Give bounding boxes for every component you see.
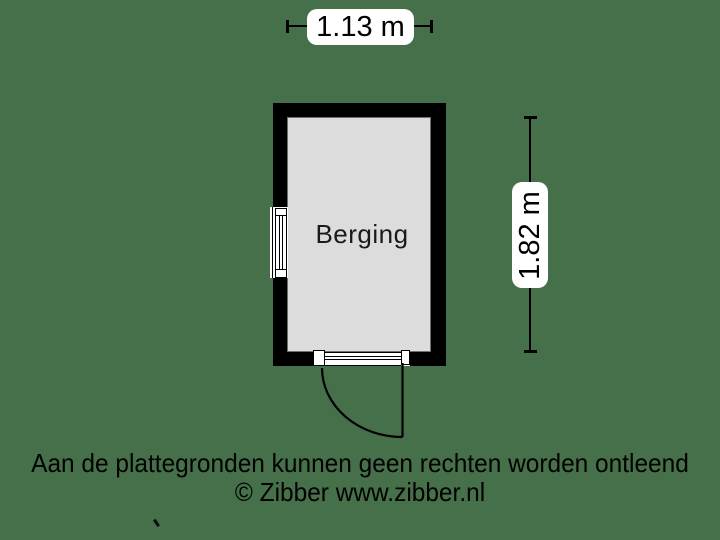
disclaimer-text: Aan de plattegronden kunnen geen rechten… <box>31 448 689 478</box>
door-jamb-right <box>400 350 410 365</box>
height-dimension-tick-bottom <box>523 350 537 354</box>
window-pane-line <box>278 216 280 269</box>
height-dimension-tick-top <box>523 115 537 119</box>
height-dimension-value: 1.82 m <box>513 190 546 280</box>
window-face-line <box>272 207 274 278</box>
width-dimension-tick-left <box>285 19 289 33</box>
room-floor: Berging <box>287 117 431 352</box>
door-threshold <box>325 352 401 366</box>
width-dimension-label: 1.13 m <box>307 9 414 45</box>
threshold-line <box>325 355 401 357</box>
width-dimension-tick-right <box>429 19 433 33</box>
width-dimension-value: 1.13 m <box>316 10 405 43</box>
window-icon <box>270 207 288 278</box>
window-divider-top <box>276 215 286 217</box>
door-swing-icon <box>320 363 404 439</box>
threshold-line <box>325 359 401 361</box>
copyright-text: © Zibber www.zibber.nl <box>234 477 486 507</box>
stray-mark <box>153 518 160 528</box>
room-name-label: Berging <box>315 219 409 249</box>
window-frame <box>275 207 287 278</box>
height-dimension-label: 1.82 m <box>512 182 548 288</box>
door-jamb-left <box>313 350 325 366</box>
window-pane-line <box>282 216 284 269</box>
window-divider-bottom <box>276 268 286 270</box>
